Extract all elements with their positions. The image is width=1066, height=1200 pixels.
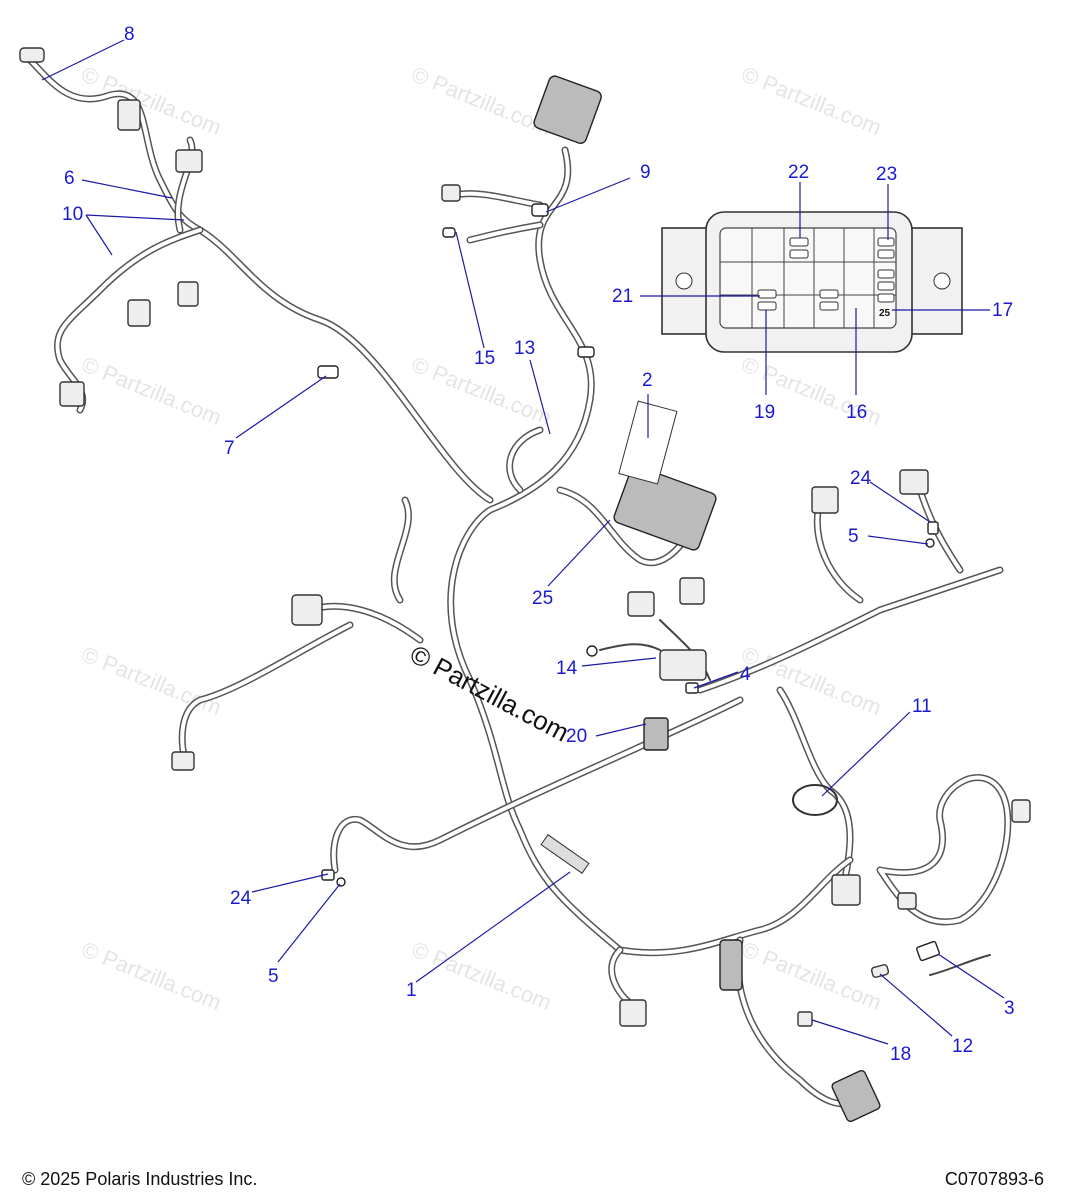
- callout-label: 17: [992, 300, 1013, 321]
- connector-plug: [171, 751, 195, 771]
- module-body: [613, 465, 717, 551]
- leader-lines: [41, 39, 1005, 1045]
- fuse-label-sheet: [618, 400, 678, 485]
- ring-terminal: [925, 538, 935, 548]
- connector-plug: [59, 381, 85, 407]
- connector-plug: [897, 892, 917, 910]
- watermark: © Partzilla.com: [738, 936, 885, 1015]
- callout-label: 4: [740, 664, 751, 685]
- connector-plug: [291, 594, 323, 626]
- watermark: © Partzilla.com: [738, 641, 885, 720]
- callout-label: 21: [612, 286, 633, 307]
- callout-label: 23: [876, 164, 897, 185]
- callout-label: 25: [532, 588, 553, 609]
- ring-terminal: [336, 877, 346, 887]
- callout-label: 7: [224, 438, 235, 459]
- copyright-text: © 2025 Polaris Industries Inc.: [22, 1169, 258, 1189]
- watermark: © Partzilla.com: [738, 61, 885, 140]
- mini-fuse: [789, 237, 809, 247]
- callout-label: 16: [846, 402, 867, 423]
- connector-plug: [1011, 799, 1031, 823]
- callout-label: 5: [268, 966, 279, 987]
- callout-label: 10: [62, 204, 83, 225]
- ring-terminal: [586, 645, 598, 657]
- fuse-box-detail: 25: [661, 211, 963, 353]
- connector-plug: [831, 874, 861, 906]
- callout-label: 13: [514, 338, 535, 359]
- callout-label: 18: [890, 1044, 911, 1065]
- relay-block: [659, 649, 707, 681]
- connector-plug: [177, 281, 199, 307]
- terminal-cap: [870, 964, 890, 978]
- mini-fuse: [877, 293, 895, 303]
- mini-fuse: [877, 237, 895, 247]
- callout-label: 2: [642, 370, 653, 391]
- callout-label: 24: [850, 468, 872, 489]
- drawing-number: C0707893-6: [944, 1169, 1044, 1189]
- tie-strap: [317, 365, 339, 379]
- connector-plug: [619, 999, 647, 1027]
- mini-fuse: [757, 301, 777, 311]
- watermark: © Partzilla.com: [408, 61, 555, 140]
- connector-plug: [811, 486, 839, 514]
- connector-plug: [127, 299, 151, 327]
- fuse-slot-label: 25: [879, 308, 891, 319]
- mini-fuse: [877, 281, 895, 291]
- tie-strap: [531, 203, 549, 217]
- harness-wires: [26, 56, 1012, 1108]
- grommet: [442, 227, 456, 238]
- connector-plug: [831, 1069, 881, 1123]
- callout-labels: 8 6 10 7 9 15 13 2 25 22 23 21 17 19 16 …: [62, 24, 1015, 1065]
- connector-plug: [175, 149, 203, 173]
- mini-fuse: [877, 269, 895, 279]
- callout-label: 19: [754, 402, 775, 423]
- connector-plug: [719, 939, 743, 991]
- mini-fuse: [789, 249, 809, 259]
- terminal: [927, 521, 939, 535]
- callout-label: 24: [230, 888, 252, 909]
- connector-plug: [19, 47, 45, 63]
- watermark-layer: © Partzilla.com © Partzilla.com © Partzi…: [78, 61, 885, 1015]
- callout-label: 1: [406, 980, 417, 1001]
- terminal-cap: [797, 1011, 813, 1027]
- watermark: © Partzilla.com: [78, 936, 225, 1015]
- callout-label: 8: [124, 24, 135, 45]
- watermark: © Partzilla.com: [408, 936, 555, 1015]
- callout-label: 14: [556, 658, 578, 679]
- watermark: © Partzilla.com: [78, 641, 225, 720]
- connector-plug: [441, 184, 461, 202]
- callout-label: 5: [848, 526, 859, 547]
- connector-plug: [117, 99, 141, 131]
- mini-fuse: [819, 289, 839, 299]
- mini-fuse: [757, 289, 777, 299]
- callout-label: 6: [64, 168, 75, 189]
- callout-label: 12: [952, 1036, 973, 1057]
- harness-connectors: [19, 47, 1031, 1123]
- connector-plug: [679, 577, 705, 605]
- ecu-connector: [533, 75, 602, 144]
- callout-label: 3: [1004, 998, 1015, 1019]
- mini-fuse: [819, 301, 839, 311]
- tie-strap: [577, 346, 595, 358]
- connector-plug: [899, 469, 929, 495]
- connector-plug: [643, 717, 669, 751]
- callout-label: 22: [788, 162, 809, 183]
- clip: [685, 682, 699, 694]
- callout-label: 20: [566, 726, 587, 747]
- clip: [916, 940, 940, 962]
- callout-label: 15: [474, 348, 495, 369]
- watermark: © Partzilla.com: [78, 351, 225, 430]
- callout-label: 11: [912, 696, 932, 717]
- mini-fuse: [877, 249, 895, 259]
- connector-plug: [627, 591, 655, 617]
- callout-label: 9: [640, 162, 651, 183]
